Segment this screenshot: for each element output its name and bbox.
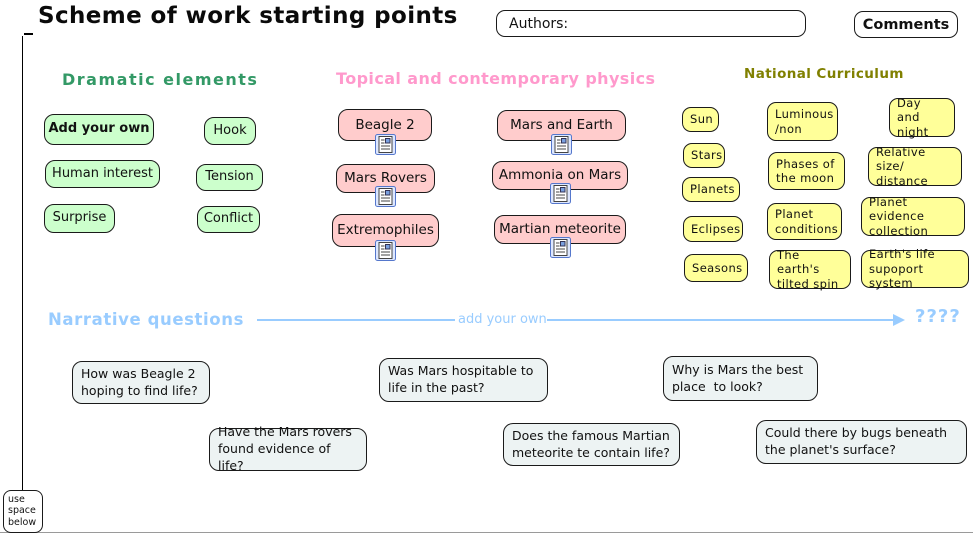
- curriculum-node-luminous-non[interactable]: Luminous /non: [767, 102, 838, 141]
- curriculum-node-planet-conditions[interactable]: Planet conditions: [767, 203, 842, 240]
- attachment-document-icon[interactable]: [550, 237, 571, 258]
- authors-box[interactable]: Authors:: [496, 10, 806, 37]
- narrative-line-left: [257, 319, 455, 321]
- question-node-martian-meteorite-life[interactable]: Does the famous Martian meteorite te con…: [503, 423, 680, 466]
- narrative-end-questionmarks[interactable]: ????: [915, 306, 961, 327]
- page-bottom-divider: [0, 532, 973, 533]
- curriculum-node-relative-size-distance[interactable]: Relative size/ distance: [868, 145, 962, 188]
- attachment-document-icon[interactable]: [551, 134, 572, 155]
- node-ammonia-on-mars[interactable]: Ammonia on Mars: [492, 161, 628, 190]
- curriculum-node-planet-evidence-collection[interactable]: Planet evidence collection: [861, 195, 965, 238]
- node-add-your-own[interactable]: Add your own: [44, 114, 154, 145]
- national-curriculum-heading[interactable]: National Curriculum: [744, 66, 904, 82]
- attachment-document-icon[interactable]: [375, 240, 396, 261]
- question-node-rovers-evidence[interactable]: Have the Mars rovers found evidence of l…: [209, 424, 367, 473]
- question-node-mars-best-place[interactable]: Why is Mars the best place to look?: [663, 356, 818, 401]
- attachment-document-icon[interactable]: [375, 134, 396, 155]
- curriculum-node-eclipses[interactable]: Eclipses: [683, 216, 743, 242]
- add-your-own-label[interactable]: add your own: [458, 312, 547, 327]
- page-title[interactable]: Scheme of work starting points: [38, 3, 458, 29]
- curriculum-node-day-and-night[interactable]: Day and night: [889, 96, 955, 139]
- node-surprise[interactable]: Surprise: [44, 204, 115, 233]
- curriculum-node-earths-tilted-spin[interactable]: The earth's tilted spin: [769, 248, 851, 291]
- authors-label: Authors:: [509, 15, 569, 32]
- curriculum-node-sun[interactable]: Sun: [682, 107, 719, 132]
- node-human-interest[interactable]: Human interest: [45, 160, 160, 188]
- connector-vertical-line: [22, 36, 24, 490]
- node-mars-and-earth[interactable]: Mars and Earth: [497, 110, 626, 141]
- question-node-bugs-beneath-surface[interactable]: Could there by bugs beneath the planet's…: [756, 420, 967, 464]
- node-extremophiles[interactable]: Extremophiles: [332, 214, 439, 247]
- dramatic-elements-heading[interactable]: Dramatic elements: [62, 70, 259, 89]
- curriculum-node-earths-life-support-system[interactable]: Earth's life supoport system: [861, 247, 969, 290]
- curriculum-node-planets[interactable]: Planets: [682, 177, 740, 202]
- narrative-questions-heading[interactable]: Narrative questions: [48, 310, 245, 329]
- curriculum-node-stars[interactable]: Stars: [683, 143, 725, 168]
- narrative-line-right: [547, 319, 893, 321]
- node-conflict[interactable]: Conflict: [197, 206, 260, 233]
- node-mars-rovers[interactable]: Mars Rovers: [336, 164, 435, 193]
- use-space-note[interactable]: use space below: [3, 490, 43, 533]
- question-node-mars-hospitable[interactable]: Was Mars hospitable to life in the past?: [379, 358, 548, 402]
- topical-physics-heading[interactable]: Topical and contemporary physics: [336, 69, 656, 88]
- question-node-beagle2-find-life[interactable]: How was Beagle 2 hoping to find life?: [72, 361, 210, 404]
- attachment-document-icon[interactable]: [375, 186, 396, 207]
- connector-tick: [24, 33, 33, 35]
- attachment-document-icon[interactable]: [550, 183, 571, 204]
- arrow-right-icon: [893, 314, 905, 326]
- node-tension[interactable]: Tension: [196, 164, 263, 191]
- comments-button[interactable]: Comments: [854, 11, 958, 38]
- curriculum-node-seasons[interactable]: Seasons: [684, 254, 748, 282]
- curriculum-node-phases-of-the-moon[interactable]: Phases of the moon: [768, 152, 845, 190]
- node-hook[interactable]: Hook: [204, 117, 256, 145]
